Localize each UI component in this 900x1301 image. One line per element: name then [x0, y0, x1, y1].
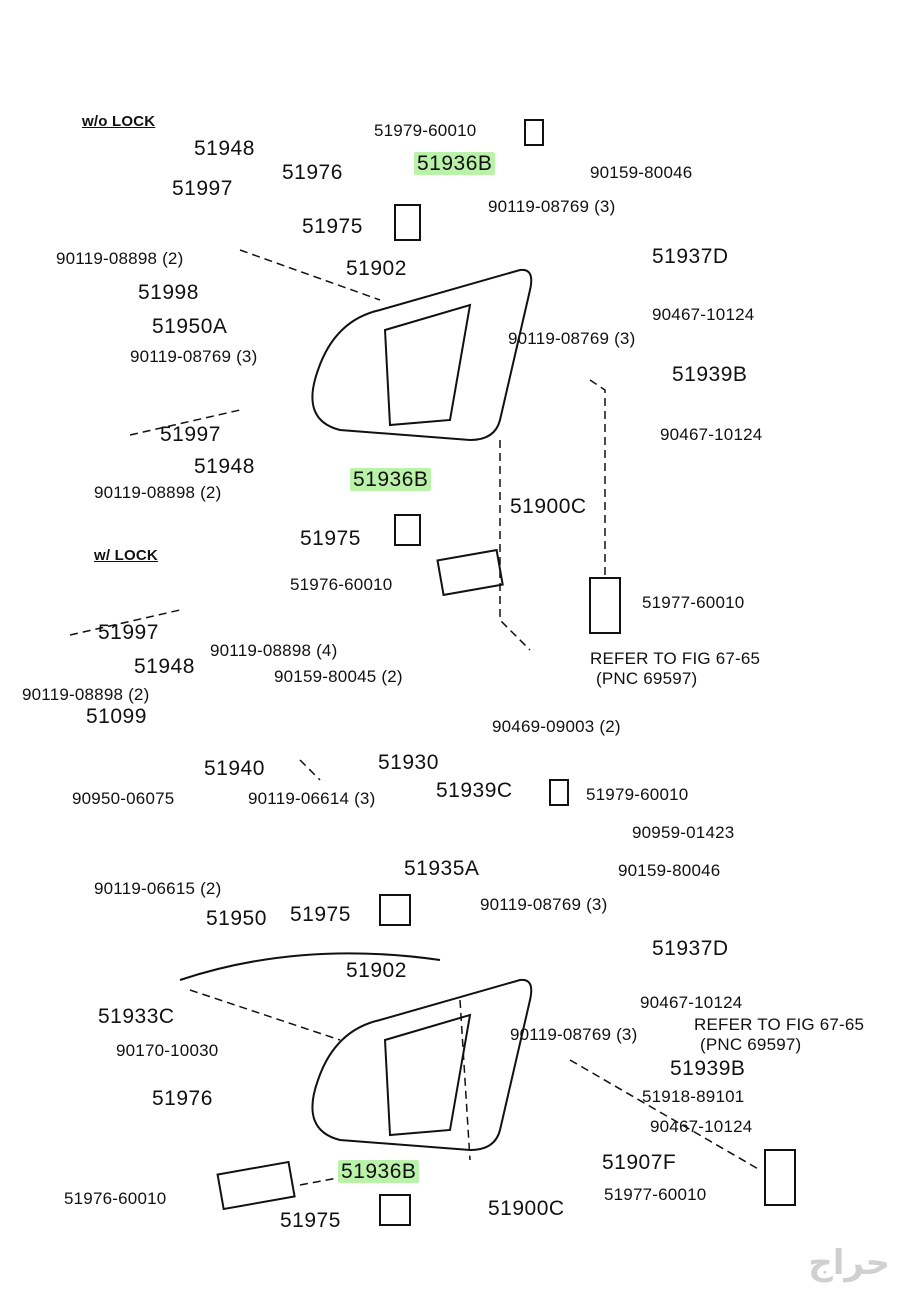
- leader-7: [189, 989, 341, 1041]
- part-label: 90467-10124: [640, 993, 743, 1012]
- part-label: 51997: [160, 423, 221, 446]
- pad-5: [394, 204, 421, 241]
- part-label: 51997: [98, 621, 159, 644]
- part-label: 51918-89101: [642, 1087, 745, 1106]
- part-label: 51907F: [602, 1151, 677, 1174]
- frame-top-inner: [383, 303, 472, 427]
- leader-9: [569, 1059, 761, 1171]
- part-label: 51939B: [672, 363, 748, 386]
- pad-10: [549, 779, 569, 806]
- part-label: (PNC 69597): [700, 1035, 802, 1054]
- part-label: 51975: [302, 215, 363, 238]
- part-label: 90119-08769 (3): [488, 197, 616, 216]
- part-label: 90119-08898 (2): [22, 685, 150, 704]
- part-label: 90159-80046: [618, 861, 721, 880]
- leader-6: [299, 759, 321, 781]
- pad-6: [394, 514, 421, 546]
- part-label: 90467-10124: [652, 305, 755, 324]
- cable: [179, 952, 441, 981]
- part-label: 90119-08898 (2): [94, 483, 222, 502]
- leader-8: [459, 999, 471, 1161]
- section-with-lock: w/ LOCK: [94, 547, 158, 564]
- part-label: 90119-08769 (3): [130, 347, 258, 366]
- part-label: 51948: [194, 455, 255, 478]
- part-label: 90119-08769 (3): [508, 329, 636, 348]
- part-label: 51977-60010: [642, 593, 745, 612]
- part-label-highlight: 51936B: [350, 468, 432, 491]
- part-label: 51935A: [404, 857, 480, 880]
- part-label: 51976-60010: [64, 1189, 167, 1208]
- part-label: 51933C: [98, 1005, 175, 1028]
- part-label: 51950A: [152, 315, 228, 338]
- leader-4: [589, 379, 606, 580]
- part-label: 90119-06614 (3): [248, 789, 376, 808]
- part-label: REFER TO FIG 67-65: [694, 1015, 865, 1034]
- part-label: 51930: [378, 751, 439, 774]
- part-label: 90469-09003 (2): [492, 717, 621, 736]
- part-label: 51939C: [436, 779, 513, 802]
- part-label: 90159-80046: [590, 163, 693, 182]
- pad-1: [436, 548, 504, 597]
- part-label: 51950: [206, 907, 267, 930]
- part-label: 90119-08898 (4): [210, 641, 338, 660]
- part-label: 51976-60010: [290, 575, 393, 594]
- pad-7: [379, 894, 411, 926]
- part-label: 51975: [280, 1209, 341, 1232]
- part-label: (PNC 69597): [596, 669, 698, 688]
- part-label: 51902: [346, 959, 407, 982]
- part-label: 51975: [290, 903, 351, 926]
- part-label: 51099: [86, 705, 147, 728]
- part-label: 51900C: [488, 1197, 565, 1220]
- part-label: 51939B: [670, 1057, 746, 1080]
- part-label: 51977-60010: [604, 1185, 707, 1204]
- part-label-highlight: 51936B: [414, 152, 496, 175]
- part-label: 90959-01423: [632, 823, 735, 842]
- pad-9: [524, 119, 544, 146]
- pad-8: [379, 1194, 411, 1226]
- part-label: 51900C: [510, 495, 587, 518]
- part-label: 90119-06615 (2): [94, 879, 222, 898]
- leader-3: [499, 440, 531, 651]
- pad-4: [764, 1149, 796, 1206]
- part-label: 90119-08769 (3): [480, 895, 608, 914]
- part-label: 51948: [194, 137, 255, 160]
- part-label: 90170-10030: [116, 1041, 219, 1060]
- part-label: 51976: [152, 1087, 213, 1110]
- part-label: 51976: [282, 161, 343, 184]
- part-label: 90119-08769 (3): [510, 1025, 638, 1044]
- part-label-highlight: 51936B: [338, 1160, 420, 1183]
- part-label: 51937D: [652, 245, 729, 268]
- part-label: 51975: [300, 527, 361, 550]
- part-label: 90467-10124: [660, 425, 763, 444]
- part-label: 90467-10124: [650, 1117, 753, 1136]
- part-label: 90950-06075: [72, 789, 175, 808]
- frame-bottom: [311, 978, 533, 1152]
- part-label: 51979-60010: [374, 121, 477, 140]
- pad-2: [589, 577, 621, 634]
- part-label: 51998: [138, 281, 199, 304]
- leader-2: [129, 409, 241, 436]
- leader-5: [69, 609, 181, 636]
- part-label: 51979-60010: [586, 785, 689, 804]
- watermark-logo: حراج: [808, 1243, 890, 1283]
- section-without-lock: w/o LOCK: [82, 113, 156, 130]
- part-label: 51940: [204, 757, 265, 780]
- part-label: 51997: [172, 177, 233, 200]
- part-label: 51937D: [652, 937, 729, 960]
- frame-top: [311, 268, 533, 442]
- part-label: 90119-08898 (2): [56, 249, 184, 268]
- part-label: REFER TO FIG 67-65: [590, 649, 761, 668]
- frame-bottom-inner: [383, 1013, 472, 1137]
- part-label: 51902: [346, 257, 407, 280]
- leader-1: [239, 249, 381, 301]
- pad-3: [216, 1160, 296, 1211]
- part-label: 51948: [134, 655, 195, 678]
- part-label: 90159-80045 (2): [274, 667, 403, 686]
